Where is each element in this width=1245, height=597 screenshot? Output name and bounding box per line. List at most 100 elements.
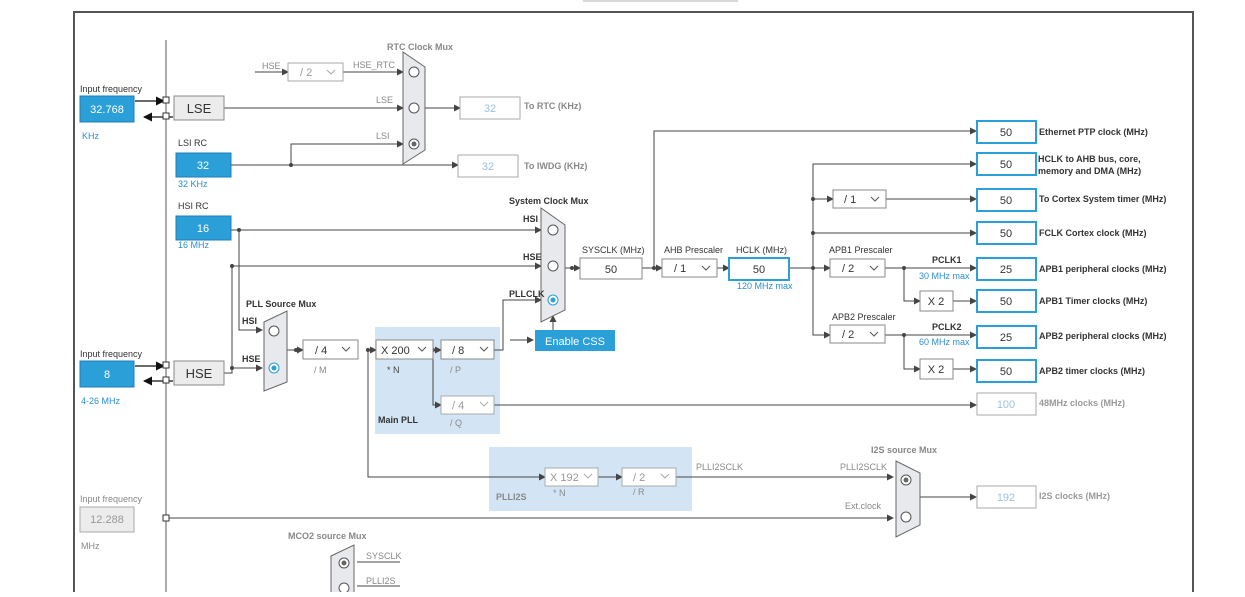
hse-name: HSE [186,366,213,381]
rtc-hse-rtc-label: HSE_RTC [353,60,395,70]
output-value-box[interactable] [976,325,1037,349]
output-48mhz: 100 48MHz clocks (MHz) [976,392,1125,416]
hsi-sub: 16 MHz [178,240,210,250]
output-cortex-timer: 50 To Cortex System timer (MHz) [976,188,1166,212]
pll-src-selected-dot [271,365,277,371]
output-value-box[interactable] [976,359,1037,383]
mco2-source-mux [330,544,355,597]
chevron-down-icon [479,346,489,352]
output-label: APB1 peripheral clocks (MHz) [1039,264,1167,274]
ext-input-frequency[interactable] [79,506,135,533]
ext-clock-connector [162,514,170,522]
pll-n-multiplier-select[interactable]: X 200 [375,339,434,360]
output-value-box[interactable] [976,257,1037,281]
plli2s-r-divider-select[interactable]: / 2 [621,467,677,487]
output-value-box[interactable] [976,188,1037,212]
lsi-sub: 32 KHz [178,179,208,189]
rtc-lsi-label: LSI [376,131,390,141]
enable-css-label: Enable CSS [545,336,605,348]
lsi-rc-box[interactable] [175,152,232,178]
hclk-input-box[interactable] [728,257,790,281]
plli2s-n-value: X 192 [550,472,579,484]
output-label: HCLK to AHB bus, core, memory and DMA (M… [1038,154,1142,176]
pll-q-label: / Q [450,418,462,428]
rtc-hse-divider-select[interactable]: / 2 [287,62,344,82]
iwdg-output-value: 32 [482,161,494,173]
hse-oscillator [173,360,225,386]
pll-q-divider-select[interactable]: / 4 [440,395,495,415]
sysclk-value: 50 [605,264,617,276]
pll-q-value: / 4 [452,400,464,412]
hse-range: 4-26 MHz [81,396,121,406]
i2s-mux-title: I2S source Mux [871,445,937,455]
enable-css-button[interactable]: Enable CSS [535,330,615,351]
pll-m-value: / 4 [315,345,327,357]
pclk1-label: PCLK1 [932,255,962,265]
output-value-box[interactable] [976,392,1037,416]
output-apb2-peripheral: 25 APB2 peripheral clocks (MHz) [976,325,1167,349]
lse-input-value: 32.768 [90,104,124,116]
output-value: 50 [1000,195,1012,207]
rtc-mux-radio-hse[interactable] [408,66,420,78]
apb1-x2-label: X 2 [928,296,945,308]
output-value: 192 [997,492,1015,504]
pll-p-label: / P [450,365,461,375]
output-value-box[interactable] [976,485,1037,509]
pll-src-radio-hsi[interactable] [268,325,280,337]
rtc-lse-label: LSE [376,95,393,105]
sys-mux-radio-hse[interactable] [547,260,559,272]
apb2-prescaler-select[interactable]: / 2 [829,324,886,344]
main-pll-title: Main PLL [378,415,419,425]
output-value-box[interactable] [976,152,1037,176]
mco2-radio-plli2s[interactable] [338,582,350,594]
output-value-box[interactable] [976,221,1037,245]
lse-connector [135,96,173,122]
output-value: 50 [1000,228,1012,240]
rtc-output-box [459,96,521,120]
output-label: APB2 peripheral clocks (MHz) [1039,331,1167,341]
output-value-box[interactable] [976,289,1037,313]
hclk-value: 50 [753,264,765,276]
chevron-down-icon [417,346,427,352]
output-value: 50 [1000,159,1012,171]
pclk2-label: PCLK2 [932,322,962,332]
sys-mux-radio-hsi[interactable] [547,224,559,236]
apb1-max: 30 MHz max [919,271,970,281]
apb2-timer-multiplier [919,358,954,380]
output-value-box[interactable] [976,120,1037,144]
hse-input-label: Input frequency [80,349,143,359]
ahb-prescaler-select[interactable]: / 1 [661,258,718,278]
output-hclk-ahb: 50 HCLK to AHB bus, core, memory and DMA… [976,152,1142,176]
pll-m-divider-select[interactable]: / 4 [302,339,359,360]
lse-input-frequency[interactable] [79,95,135,123]
apb1-value: / 2 [842,263,854,275]
chevron-down-icon [870,196,880,202]
output-label: 48MHz clocks (MHz) [1039,398,1125,408]
hse-input-frequency[interactable] [79,360,135,388]
rtc-mux-title: RTC Clock Mux [387,42,453,52]
sys-mux-hse-label: HSE [523,252,542,262]
plli2s-n-multiplier-select[interactable]: X 192 [544,467,599,487]
apb2-value: / 2 [842,329,854,341]
output-label: APB1 Timer clocks (MHz) [1039,296,1147,306]
pll-n-label: * N [387,365,400,375]
output-label: APB2 timer clocks (MHz) [1039,366,1145,376]
hsi-rc-box[interactable] [175,215,232,241]
sys-mux-title: System Clock Mux [509,196,589,206]
i2s-mux-radio-ext[interactable] [900,511,912,523]
output-ethernet-ptp: 50 Ethernet PTP clock (MHz) [976,120,1148,144]
rtc-hse-div-value: / 2 [300,67,312,79]
cortex-divider-select[interactable]: / 1 [832,189,887,209]
output-label: I2S clocks (MHz) [1039,491,1110,501]
sysclk-label: SYSCLK (MHz) [582,245,645,255]
pll-p-divider-select[interactable]: / 8 [440,339,495,360]
output-label: Ethernet PTP clock (MHz) [1039,127,1148,137]
output-value: 25 [1000,332,1012,344]
output-value: 50 [1000,296,1012,308]
rtc-mux-radio-lse[interactable] [408,102,420,114]
apb1-prescaler-select[interactable]: / 2 [829,258,886,278]
hclk-max: 120 MHz max [737,281,793,291]
output-value: 50 [1000,127,1012,139]
output-apb2-timer: 50 APB2 timer clocks (MHz) [976,359,1145,383]
